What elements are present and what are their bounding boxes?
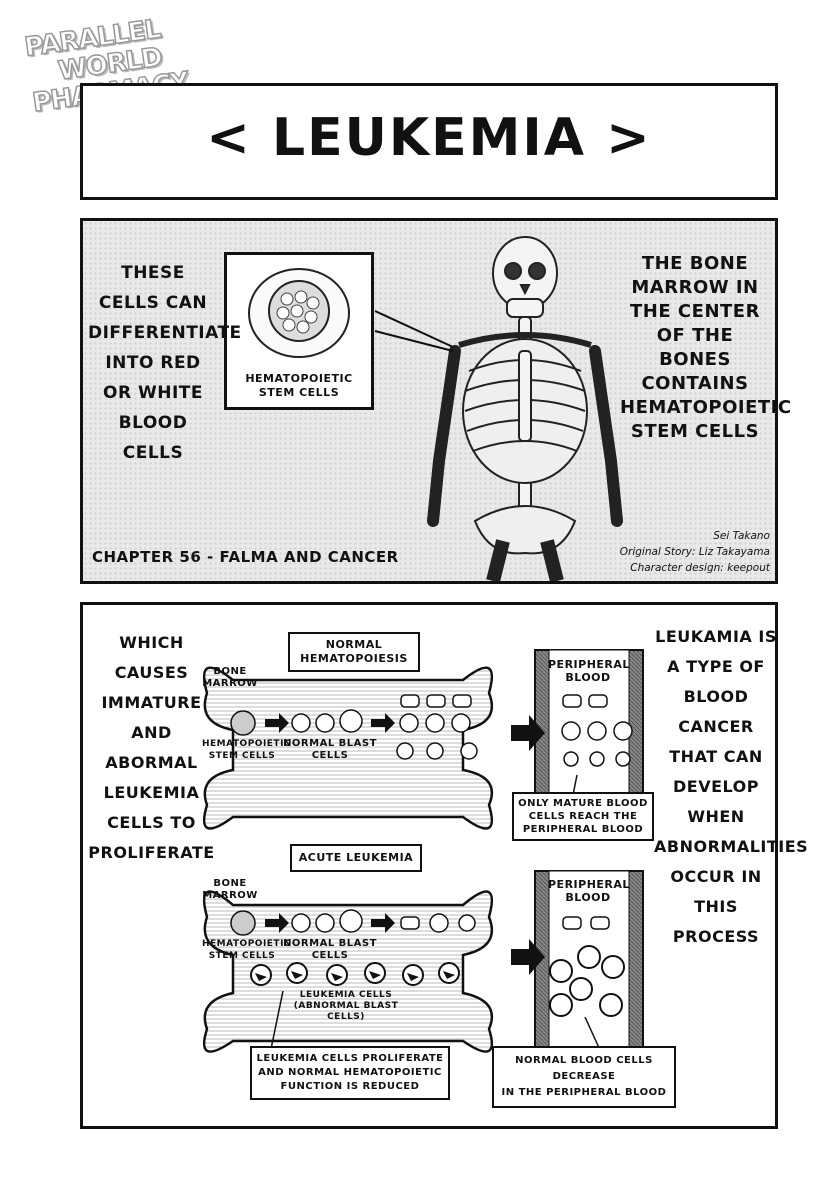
peripheral-blood-label-bottom: PERIPHERAL BLOOD: [548, 878, 630, 904]
peripheral-blood-label-top: PERIPHERAL BLOOD: [548, 658, 630, 684]
bone-marrow-label-bottom: BONE MARROW: [202, 878, 258, 901]
skeleton-panel: [80, 218, 778, 584]
stem-cells-label-top: HEMATOPOIETIC STEM CELLS: [202, 739, 292, 761]
differentiate-caption: THESE CELLS CAN DIFFERENTIATE INTO RED O…: [88, 263, 242, 463]
stem-cell-inset: [224, 252, 374, 410]
bone-marrow-label-top: BONE MARROW: [202, 666, 258, 689]
leukemia-bone: [202, 890, 494, 1053]
stem-cell-label: HEMATOPOIETIC STEM CELLS: [245, 372, 353, 399]
hematopoiesis-diagrams: [202, 649, 644, 1062]
bone-marrow-caption: THE BONE MARROW IN THE CENTER OF THE BON…: [620, 253, 792, 442]
page-title: < LEUKEMIA >: [206, 108, 652, 168]
leukemia-cells-label: LEUKEMIA CELLS (ABNORMAL BLAST CELLS): [293, 990, 399, 1022]
skeleton-illustration: [374, 236, 623, 581]
blood-cancer-caption: LEUKAMIA IS A TYPE OF BLOOD CANCER THAT …: [654, 627, 809, 946]
blood-cells-decrease-note: NORMAL BLOOD CELLS DECREASE IN THE PERIP…: [492, 1046, 676, 1108]
stem-cell-icon: [248, 268, 350, 358]
blast-cells-label-top: NORMAL BLAST CELLS: [283, 738, 377, 761]
blast-cells-label-bottom: NORMAL BLAST CELLS: [283, 938, 377, 961]
acute-leukemia-heading: ACUTE LEUKEMIA: [290, 844, 422, 872]
mature-cells-note: ONLY MATURE BLOOD CELLS REACH THE PERIPH…: [512, 792, 654, 841]
stem-cells-label-bottom: HEMATOPOIETIC STEM CELLS: [202, 939, 292, 961]
normal-hematopoiesis-heading: NORMAL HEMATOPOIESIS: [288, 632, 420, 672]
leukemia-proliferate-note: LEUKEMIA CELLS PROLIFERATE AND NORMAL HE…: [250, 1046, 450, 1100]
title-panel: < LEUKEMIA >: [80, 83, 778, 200]
credits: Sei Takano Original Story: Liz Takayama …: [619, 530, 770, 574]
normal-bone: [202, 666, 494, 830]
chapter-title: CHAPTER 56 - FALMA AND CANCER: [92, 548, 399, 566]
diagram-panel: [80, 602, 778, 1129]
proliferate-caption: WHICH CAUSES IMMATURE AND ABORMAL LEUKEM…: [88, 633, 215, 862]
